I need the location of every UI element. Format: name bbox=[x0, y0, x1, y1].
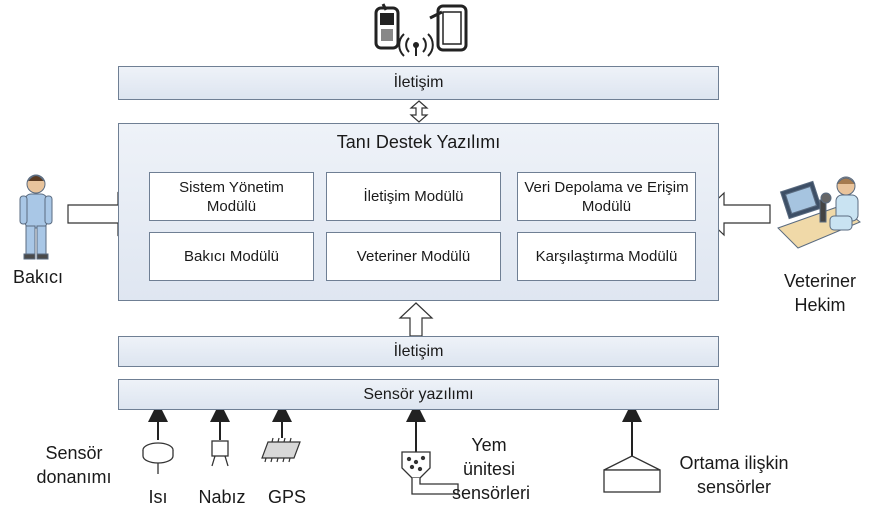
vet-label-line1: Veteriner bbox=[783, 271, 857, 291]
environment-label-line2: sensörler bbox=[696, 477, 772, 497]
module-caretaker: Bakıcı Modülü bbox=[149, 232, 314, 281]
tablet-icon bbox=[429, 4, 468, 52]
top-communication-label: İletişim bbox=[393, 74, 444, 91]
module-data-storage: Veri Depolama ve Erişim Modülü bbox=[517, 172, 696, 221]
caretaker-label: Bakıcı bbox=[12, 267, 64, 287]
pulse-label: Nabız bbox=[198, 487, 246, 507]
heat-sensor-icon bbox=[142, 442, 174, 474]
upward-block-arrow bbox=[398, 302, 434, 337]
veterinarian-microscope-icon bbox=[777, 176, 861, 249]
vet-label-line2: Hekim bbox=[794, 295, 846, 315]
module-system-management: Sistem Yönetim Modülü bbox=[149, 172, 314, 221]
feed-label-line3: sensörleri bbox=[451, 483, 531, 503]
feed-label-line1: Yem bbox=[471, 435, 507, 455]
mobile-phone-icon bbox=[374, 3, 400, 50]
environment-label-line1: Ortama ilişkin bbox=[679, 453, 789, 473]
panel-title: Tanı Destek Yazılımı bbox=[336, 132, 501, 152]
communication-bar: İletişim bbox=[118, 336, 719, 367]
module-comparison: Karşılaştırma Modülü bbox=[517, 232, 696, 281]
module-label: Sistem Yönetim Modülü bbox=[179, 178, 284, 215]
feed-unit-icon bbox=[401, 451, 459, 495]
pulse-sensor-icon bbox=[211, 440, 229, 467]
module-label: İletişim Modülü bbox=[363, 188, 464, 205]
sensor-software-label: Sensör yazılımı bbox=[363, 385, 474, 403]
diagnostic-support-software-panel: Tanı Destek Yazılımı Sistem Yönetim Modü… bbox=[118, 123, 719, 301]
module-label: Veteriner Modülü bbox=[356, 248, 471, 265]
gps-chip-icon bbox=[261, 437, 301, 463]
module-veterinarian: Veteriner Modülü bbox=[326, 232, 501, 281]
caretaker-person-icon bbox=[19, 174, 53, 260]
sensor-hardware-line2: donanımı bbox=[36, 467, 112, 487]
sensor-arrows bbox=[148, 402, 642, 465]
module-label: Veri Depolama ve Erişim Modülü bbox=[524, 178, 689, 215]
environment-sensor-icon bbox=[603, 455, 661, 493]
gps-label: GPS bbox=[267, 487, 306, 507]
communication-label: İletişim bbox=[393, 342, 444, 360]
wireless-signal-icon bbox=[398, 33, 434, 57]
sensor-hardware-line1: Sensör bbox=[45, 443, 103, 463]
feed-label-line2: ünitesi bbox=[462, 459, 516, 479]
top-communication-bar: İletişim bbox=[118, 66, 719, 100]
heat-label: Isı bbox=[148, 487, 168, 507]
sensor-software-bar: Sensör yazılımı bbox=[118, 379, 719, 410]
module-communication: İletişim Modülü bbox=[326, 172, 501, 221]
module-label: Bakıcı Modülü bbox=[183, 248, 280, 265]
double-arrow-vertical bbox=[409, 100, 429, 123]
module-label: Karşılaştırma Modülü bbox=[535, 248, 678, 265]
